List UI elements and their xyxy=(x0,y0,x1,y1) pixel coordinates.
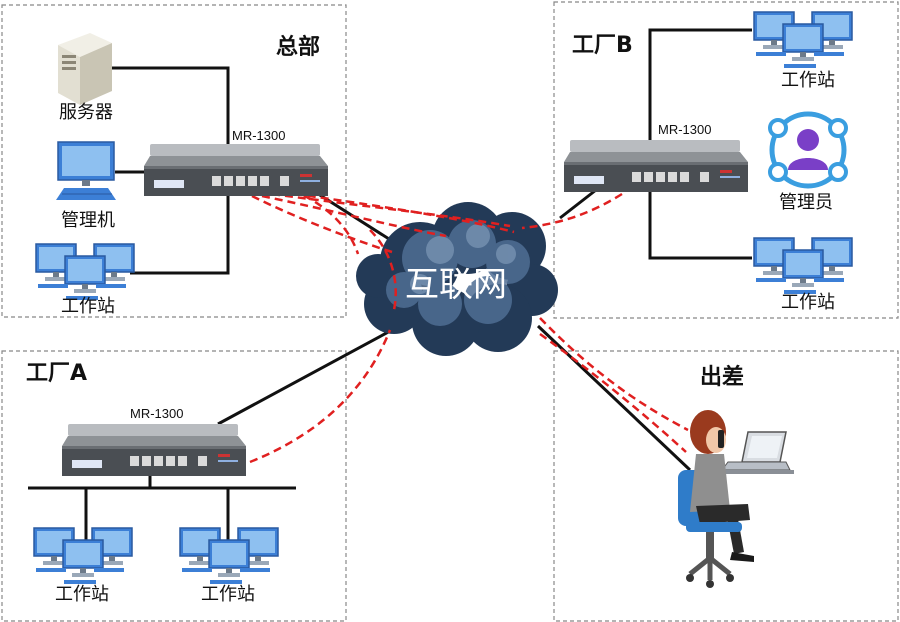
cables xyxy=(28,28,752,540)
vpn-tunnels xyxy=(249,188,689,464)
workstation-group-icon xyxy=(754,238,852,294)
zone-headquarters xyxy=(1,4,347,318)
router-device-icon xyxy=(564,140,748,192)
zone-factory-b xyxy=(553,1,899,319)
administrator-icon xyxy=(768,111,848,189)
workstation-group-icon xyxy=(34,528,132,584)
admin-label: 管理员 xyxy=(779,192,833,213)
factory-a-workstation-label-2: 工作站 xyxy=(201,584,255,605)
factory-a-router-model: MR-1300 xyxy=(130,406,183,421)
mobile-worker-icon xyxy=(678,410,794,588)
zone-business-trip xyxy=(553,350,899,622)
factory-b-router-model: MR-1300 xyxy=(658,122,711,137)
router-device-icon xyxy=(144,144,328,196)
factory-b-workstation-label-2: 工作站 xyxy=(781,292,835,313)
server-label: 服务器 xyxy=(59,102,113,123)
router-device-icon xyxy=(62,424,246,476)
admin-pc-label: 管理机 xyxy=(61,210,115,231)
factory-a-workstation-label-1: 工作站 xyxy=(55,584,109,605)
workstation-group-icon xyxy=(754,12,852,68)
server-tower-icon xyxy=(58,33,112,105)
zone-factory-a xyxy=(1,350,347,622)
workstation-group-icon xyxy=(36,244,134,300)
desktop-computer-icon xyxy=(56,141,116,200)
hq-workstation-label: 工作站 xyxy=(61,296,115,317)
factory-b-title: 工厂B xyxy=(572,33,633,58)
internet-label: 互联网 xyxy=(405,265,507,305)
business-trip-title: 出差 xyxy=(700,364,744,390)
factory-a-title: 工厂A xyxy=(26,361,87,386)
internet-cloud: 互联网 xyxy=(356,202,558,356)
factory-b-workstation-label-1: 工作站 xyxy=(781,70,835,91)
hq-router-model: MR-1300 xyxy=(232,128,285,143)
hq-title: 总部 xyxy=(276,34,320,60)
